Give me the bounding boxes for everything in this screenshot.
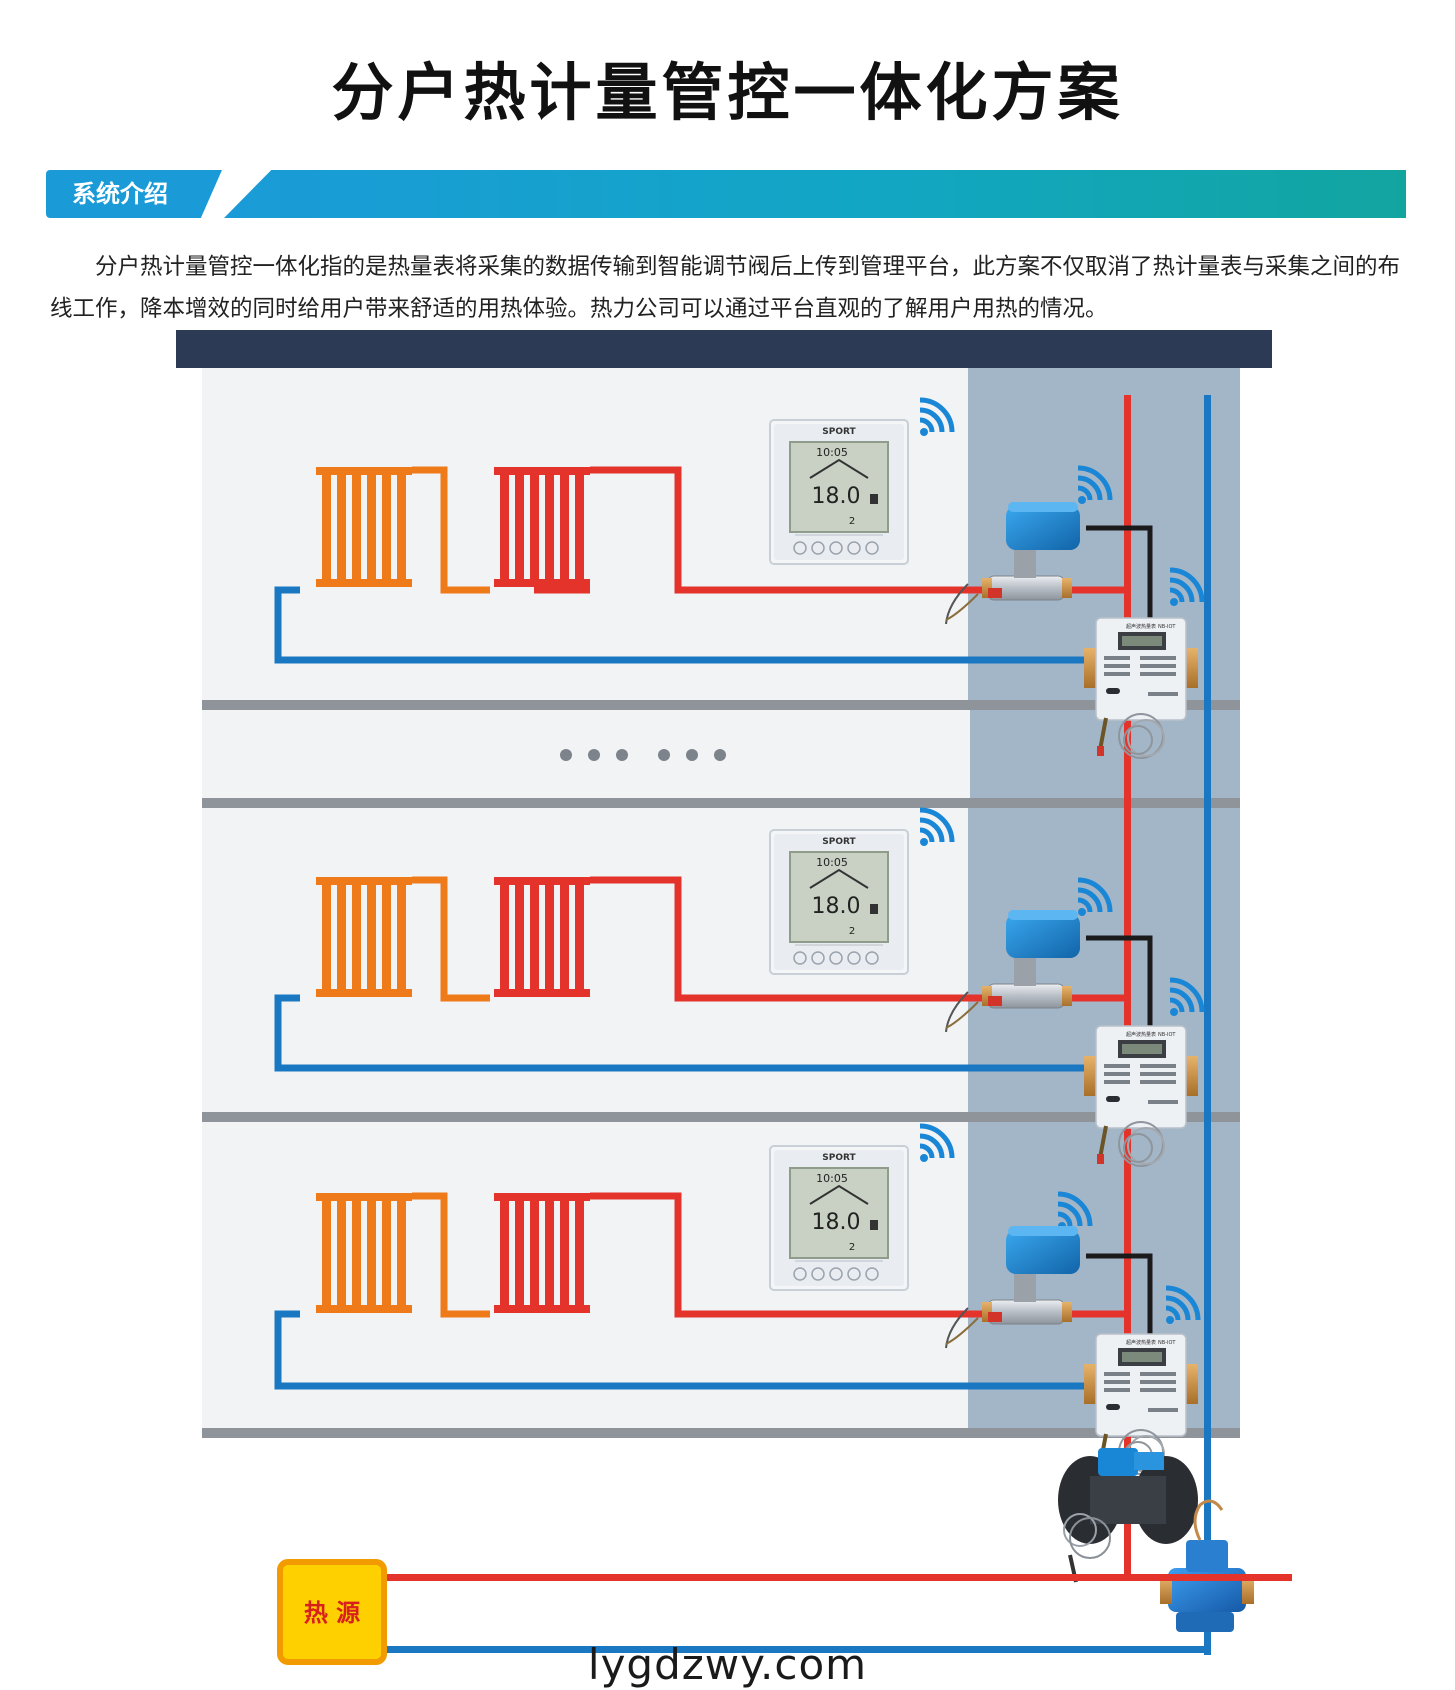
main-return-pipe (384, 1646, 1211, 1653)
heat-meter-model: NB-IOT (1158, 1032, 1176, 1038)
floor-slab (202, 798, 1240, 808)
floor-slab (202, 1112, 1240, 1122)
thermostat-time: 10:05 (816, 1172, 848, 1185)
return-riser (1204, 395, 1211, 1655)
thermostat-mode: 2 (849, 1242, 855, 1253)
page-title: 分户热计量管控一体化方案 (331, 56, 1124, 129)
thermostat-brand: SPORT (822, 427, 856, 437)
heat-source-label: 热 源 (304, 1599, 360, 1627)
control-wire (1086, 1253, 1153, 1334)
floor-unit-2: SPORT 10:05 18.0 2 超声波热量表 NB-IOT (274, 810, 1202, 1168)
thermostat-temp: 18.0 (812, 1210, 861, 1235)
thermostat-temp: 18.0 (812, 894, 861, 919)
return-pipe (274, 586, 1120, 664)
thermostat-brand: SPORT (822, 837, 856, 847)
thermostat: SPORT 10:05 18.0 2 (769, 829, 909, 975)
thermostat-time: 10:05 (816, 856, 848, 869)
heat-meter-name: 超声波热量表 (1126, 623, 1156, 630)
thermostat-brand: SPORT (822, 1153, 856, 1163)
heat-meter: 超声波热量表 NB-IOT (1082, 1332, 1200, 1476)
heat-meter: 超声波热量表 NB-IOT (1082, 616, 1200, 760)
more-floors-dots (560, 749, 726, 761)
thermostat-mode: 2 (849, 926, 855, 937)
control-wire (1086, 525, 1153, 618)
heat-meter-model: NB-IOT (1158, 624, 1176, 630)
radiator-link-pipe (412, 466, 490, 594)
supply-riser (1124, 395, 1131, 1580)
heat-meter: 超声波热量表 NB-IOT (1082, 1024, 1200, 1168)
heat-meter-name: 超声波热量表 (1126, 1031, 1156, 1038)
watermark-url: lygdzwy.com (587, 1640, 868, 1689)
thermostat-mode: 2 (849, 516, 855, 527)
thermostat: SPORT 10:05 18.0 2 (769, 419, 909, 565)
radiator-link-pipe (412, 1192, 490, 1318)
return-pipe (274, 1310, 1120, 1390)
return-pipe (274, 994, 1120, 1072)
heat-source: 热 源 (277, 1559, 387, 1665)
floor-gap (202, 710, 970, 798)
thermostat: SPORT 10:05 18.0 2 (769, 1145, 909, 1291)
intro-paragraph: 分户热计量管控一体化指的是热量表将采集的数据传输到智能调节阀后上传到管理平台，此… (50, 254, 1401, 322)
floor-unit-3: SPORT 10:05 18.0 2 超声波热量表 NB-IOT (274, 1126, 1200, 1476)
control-wire (1086, 935, 1153, 1026)
supply-pipe (590, 876, 1124, 1002)
building-heat-meter (1058, 1448, 1198, 1583)
supply-pipe (590, 466, 1124, 594)
thermostat-time: 10:05 (816, 446, 848, 459)
section-label: 系统介绍 (46, 170, 222, 218)
section-strip (224, 170, 1406, 218)
radiator-link-pipe (412, 876, 490, 1002)
heat-meter-model: NB-IOT (1158, 1340, 1176, 1346)
heat-meter-name: 超声波热量表 (1126, 1339, 1156, 1346)
thermostat-temp: 18.0 (812, 484, 861, 509)
floor-unit-1: SPORT 10:05 18.0 2 超声波热量表 NB-IOT (274, 400, 1202, 760)
supply-pipe (590, 1192, 1124, 1318)
floor-slab (202, 700, 1240, 710)
ceiling-bar (176, 330, 1272, 368)
main-supply-pipe (384, 1574, 1292, 1581)
floor-slab (202, 1428, 1240, 1438)
section-header: 系统介绍 (46, 170, 1406, 220)
